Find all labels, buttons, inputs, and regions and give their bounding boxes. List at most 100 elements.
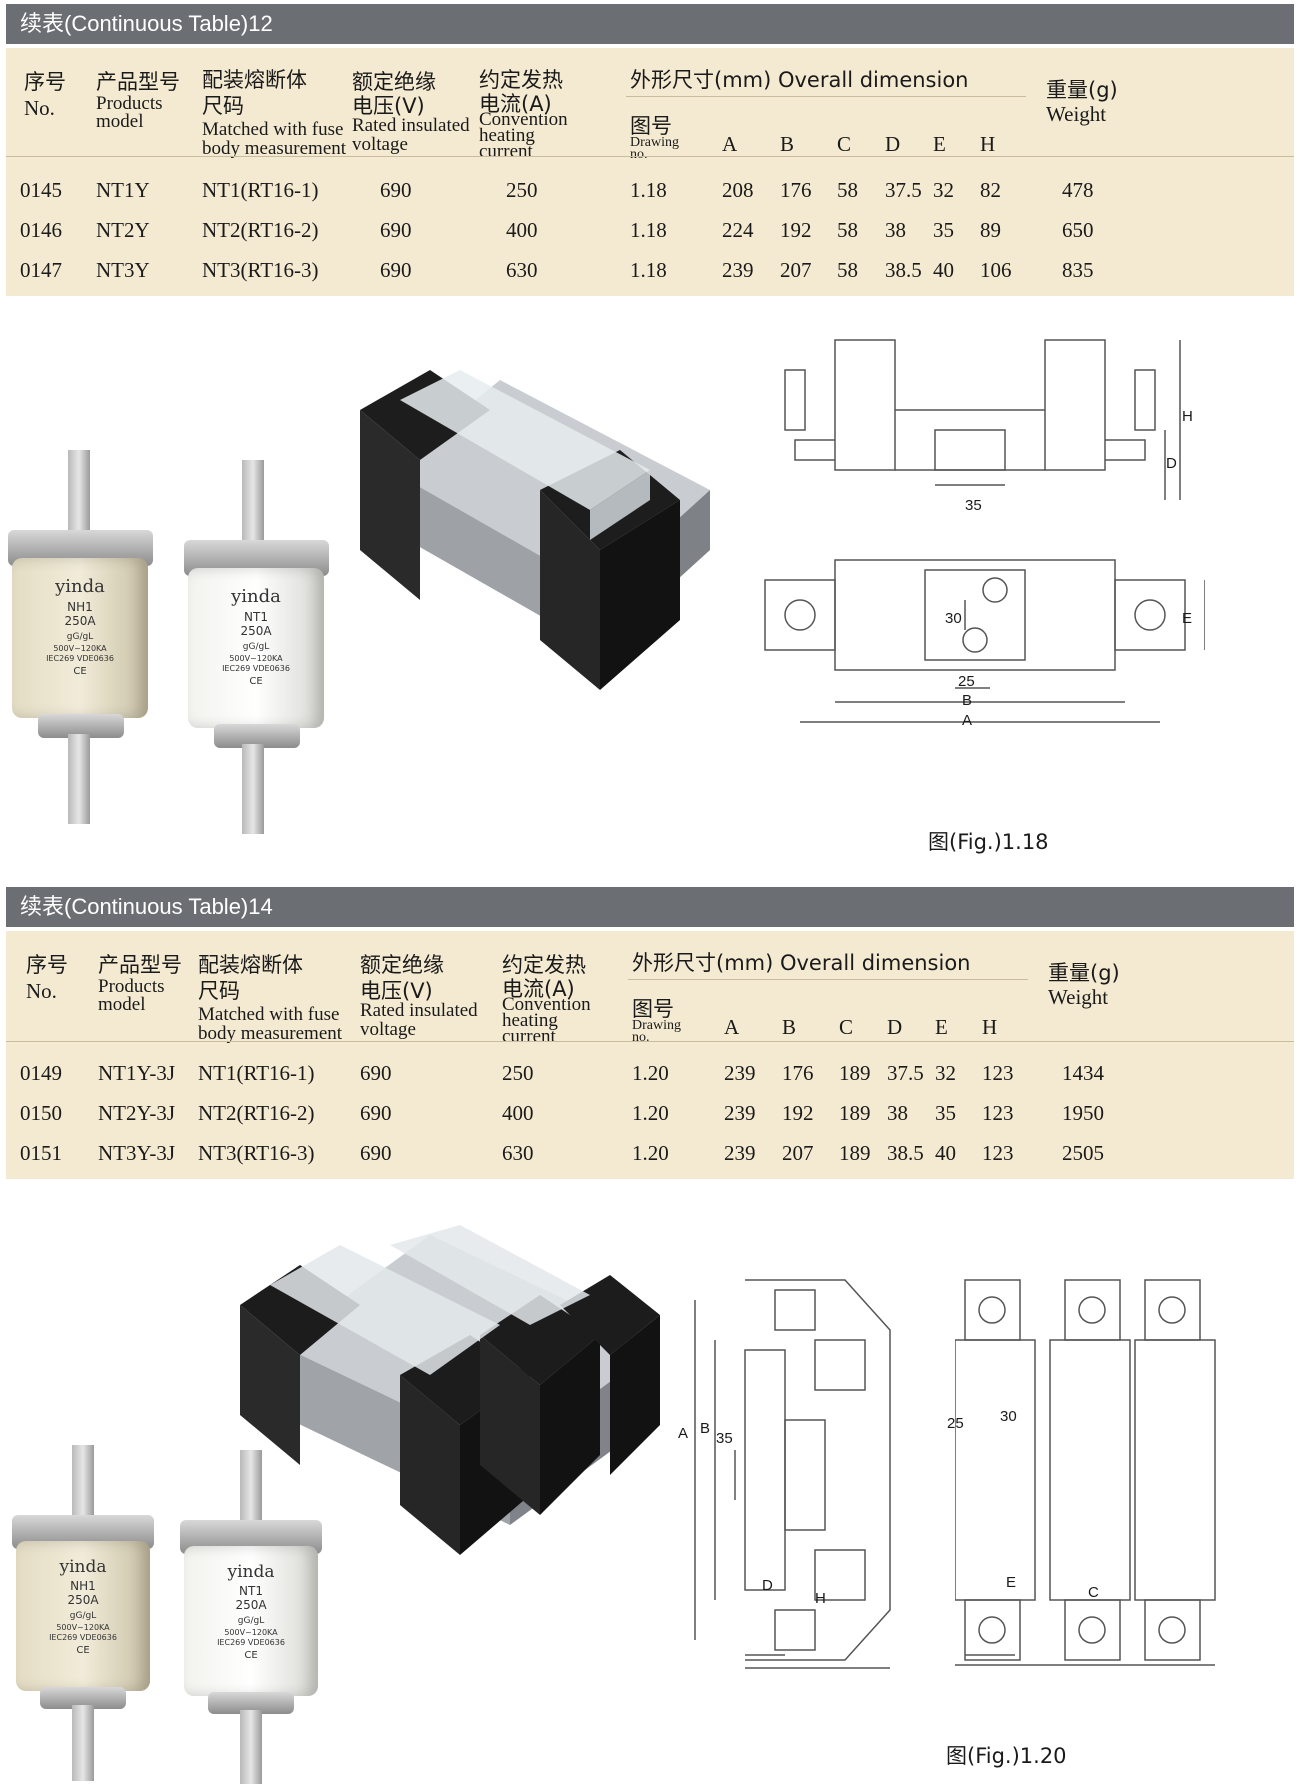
table-cell-current: 250 [506,178,538,202]
table-cell-drawing: 1.20 [632,1061,669,1085]
table-cell-fuse: NT3(RT16-3) [198,1141,315,1165]
table-cell-model: NT2Y [96,218,150,242]
table-cell-voltage: 690 [380,218,412,242]
fuse-brand: yinda [59,1557,107,1577]
table-cell-C: 58 [837,178,858,202]
header-no-zh: 序号 [24,70,66,94]
table-cell-current: 630 [506,258,538,282]
fuse-class: gG/gL [242,642,270,652]
fuse-nh1-image: yinda NH1 250A gG/gL 500V~120KA IEC269 V… [10,1445,160,1785]
header-weight-en: Weight [1048,985,1109,1009]
table-cell-model: NT1Y-3J [98,1061,175,1085]
table-cell-no: 0151 [20,1141,62,1165]
fuse-brand: yinda [227,1562,275,1582]
fuse-ce: CE [244,1650,258,1661]
fuse-type: NH1 [70,1579,96,1593]
fuse-ce: CE [76,1645,90,1656]
header-voltage-en2: voltage [360,1019,416,1040]
table-cell-C: 189 [839,1101,871,1125]
table-cell-C: 189 [839,1141,871,1165]
fuse-nt1-image: yinda NT1 250A gG/gL 500V~120KA IEC269 V… [180,1450,330,1785]
header-current-zh2: 电流(A) [479,92,552,116]
table-cell-D: 37.5 [887,1061,924,1085]
drawing-dim-30: 30 [945,610,962,627]
fuse-nt1-image: yinda NT1 250A gG/gL 500V~120KA IEC269 V… [184,460,334,840]
drawing-dim-25: 25 [947,1415,964,1432]
fuse-body: yinda NH1 250A gG/gL 500V~120KA IEC269 V… [16,1541,150,1691]
dimension-divider [626,96,1026,97]
drawing-dim-E: E [1006,1574,1017,1591]
table-cell-drawing: 1.18 [630,218,667,242]
table-cell-fuse: NT2(RT16-2) [198,1101,315,1125]
table-cell-H: 123 [982,1101,1014,1125]
drawing-dim-30: 30 [1000,1408,1017,1425]
table-cell-H: 123 [982,1061,1014,1085]
fuse-body: yinda NH1 250A gG/gL 500V~120KA IEC269 V… [12,558,148,718]
table-cell-E: 35 [935,1101,956,1125]
table-cell-E: 35 [933,218,954,242]
table-cell-weight: 835 [1062,258,1094,282]
table-cell-C: 58 [837,218,858,242]
fuse-bottom-blade [242,744,264,834]
fuse-std: IEC269 VDE0636 [217,1638,285,1647]
table-cell-weight: 1434 [1062,1061,1104,1085]
table-cell-voltage: 690 [360,1101,392,1125]
header-C: C [837,132,852,156]
header-current-zh2: 电流(A) [502,977,575,1001]
drawing-dim-H: H [1182,408,1193,425]
header-drawing-en2: no. [632,1030,650,1045]
header-voltage-en1: Rated insulated [352,115,470,136]
table-cell-drawing: 1.18 [630,178,667,202]
table-cell-voltage: 690 [360,1141,392,1165]
table-cell-B: 192 [782,1101,814,1125]
header-H: H [980,132,996,156]
fuse-std: IEC269 VDE0636 [46,654,114,663]
header-voltage-zh1: 额定绝缘 [352,70,436,94]
fuse-body: yinda NT1 250A gG/gL 500V~120KA IEC269 V… [184,1546,318,1696]
header-weight-zh: 重量(g) [1046,78,1118,102]
header-D: D [887,1015,903,1039]
table-cell-current: 630 [502,1141,534,1165]
table-cell-E: 32 [935,1061,956,1085]
figure-caption-1-18: 图(Fig.)1.18 [928,830,1049,854]
table-cell-fuse: NT1(RT16-1) [198,1061,315,1085]
header-fuse-en1: Matched with fuse [202,119,344,140]
table-cell-B: 192 [780,218,812,242]
table-cell-D: 38.5 [885,258,922,282]
fuse-base-three-pole-image [240,1225,660,1555]
drawing-dim-D: D [762,1577,773,1594]
spec-table-12: 序号 No. 产品型号 Products model 配装熔断体 尺码 Matc… [6,48,1294,296]
table-cell-no: 0147 [20,258,62,282]
fuse-spec: 500V~120KA [229,654,283,663]
table-cell-drawing: 1.18 [630,258,667,282]
fuse-bottom-cap [40,1687,126,1709]
section-title-12: 续表(Continuous Table)12 [6,4,1294,44]
fuse-spec: 500V~120KA [53,644,107,653]
drawing-dim-C: C [1088,1584,1099,1601]
header-B: B [780,132,795,156]
table-cell-A: 224 [722,218,754,242]
header-drawing-en2: no. [630,147,648,162]
fuse-bottom-blade [68,734,90,824]
table-cell-weight: 478 [1062,178,1094,202]
fuse-std: IEC269 VDE0636 [49,1633,117,1642]
table-cell-H: 82 [980,178,1001,202]
table-cell-H: 106 [980,258,1012,282]
fuse-rating: 250A [240,624,272,638]
header-D: D [885,132,901,156]
drawing-dim-E: E [1182,610,1193,627]
header-A: A [722,132,738,156]
header-no-en: No. [26,979,57,1003]
fuse-brand: yinda [231,586,281,607]
header-voltage-en2: voltage [352,134,408,155]
fuse-spec: 500V~120KA [56,1623,110,1632]
table-cell-A: 239 [724,1061,756,1085]
table-cell-A: 239 [722,258,754,282]
technical-drawing-1-20-top [955,1279,1216,1666]
technical-drawing-1-18 [764,339,1205,723]
table-cell-B: 207 [782,1141,814,1165]
table-cell-voltage: 690 [380,178,412,202]
header-model-en2: model [98,994,146,1015]
header-fuse-zh2: 尺码 [198,979,240,1003]
drawing-dim-35: 35 [716,1430,733,1447]
